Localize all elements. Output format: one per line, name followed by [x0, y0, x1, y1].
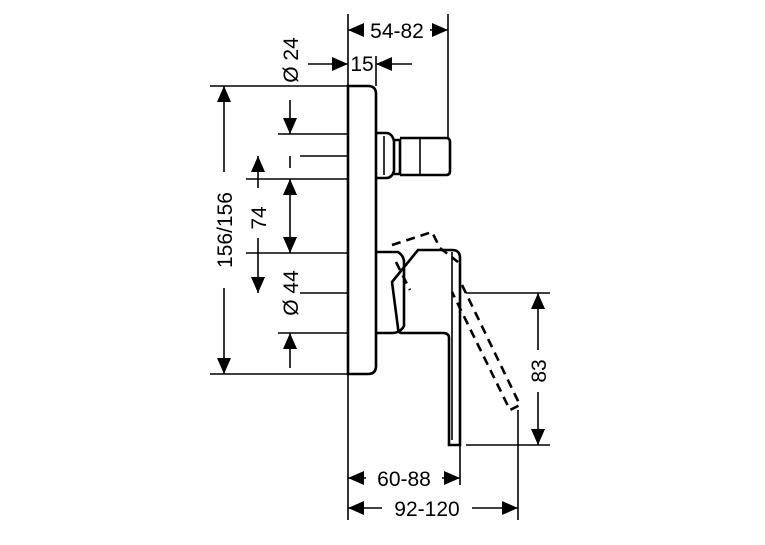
dim-center-distance: 74	[248, 156, 271, 293]
dim-handle-swing-projection: 92-120	[348, 495, 518, 521]
label-cartridge-diameter: Ø 44	[280, 270, 303, 316]
label-body-depth: 54-82	[370, 20, 424, 43]
dim-body-depth: 54-82	[348, 18, 448, 44]
label-plate-height: 156/156	[214, 192, 237, 268]
extension-lines	[210, 14, 550, 520]
label-handle-projection: 60-88	[377, 468, 431, 491]
dim-plate-height: 156/156	[214, 86, 237, 374]
handle-swing-outline	[391, 230, 522, 412]
diverter-outlet	[376, 131, 452, 180]
dim-handle-drop: 83	[528, 293, 551, 445]
label-outlet-diameter: Ø 24	[280, 37, 303, 83]
label-handle-swing-projection: 92-120	[394, 498, 459, 521]
dim-handle-projection: 60-88	[348, 465, 460, 491]
dim-cartridge-diameter: Ø 44	[280, 179, 303, 368]
cover-plate	[346, 84, 378, 376]
label-center-distance: 74	[248, 206, 271, 230]
label-handle-drop: 83	[528, 359, 551, 382]
label-plate-thickness: 15	[350, 53, 373, 76]
dim-plate-thickness: 15	[308, 53, 412, 86]
dim-outlet-diameter: Ø 24	[280, 37, 303, 168]
handle-body	[376, 248, 462, 447]
